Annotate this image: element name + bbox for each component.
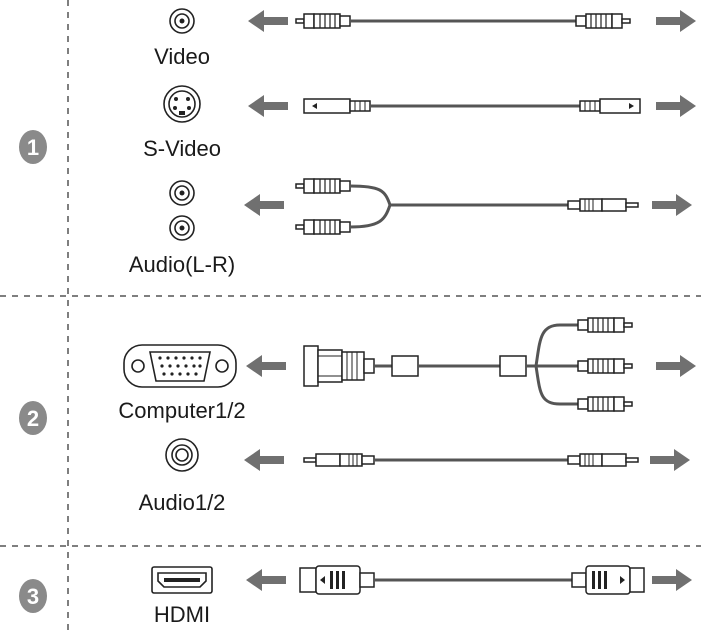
hdmi-label: HDMI xyxy=(154,602,210,627)
badge-3: 3 xyxy=(19,579,47,613)
svideo-cable xyxy=(248,95,696,117)
computer-label: Computer1/2 xyxy=(118,398,245,423)
svg-text:3: 3 xyxy=(27,584,39,609)
audio12-cable xyxy=(244,449,690,471)
badge-1: 1 xyxy=(19,130,47,164)
hdmi-port-icon xyxy=(151,566,213,594)
svideo-label: S-Video xyxy=(143,136,221,161)
video-label: Video xyxy=(154,44,210,69)
hdmi-cable xyxy=(246,565,692,595)
audio-lr-jacks-icon xyxy=(169,180,195,241)
video-cable xyxy=(248,10,696,32)
svideo-jack-icon xyxy=(163,85,201,123)
video-jack-icon xyxy=(169,8,195,34)
badge-2: 2 xyxy=(19,401,47,435)
computer-cable xyxy=(246,317,696,412)
audio-lr-cable xyxy=(244,178,692,235)
svg-text:2: 2 xyxy=(27,406,39,431)
audio-lr-label: Audio(L-R) xyxy=(129,252,235,277)
audio12-jack-icon xyxy=(165,438,199,472)
audio12-label: Audio1/2 xyxy=(139,490,226,515)
vga-port-icon xyxy=(123,344,237,388)
svg-text:1: 1 xyxy=(27,135,39,160)
